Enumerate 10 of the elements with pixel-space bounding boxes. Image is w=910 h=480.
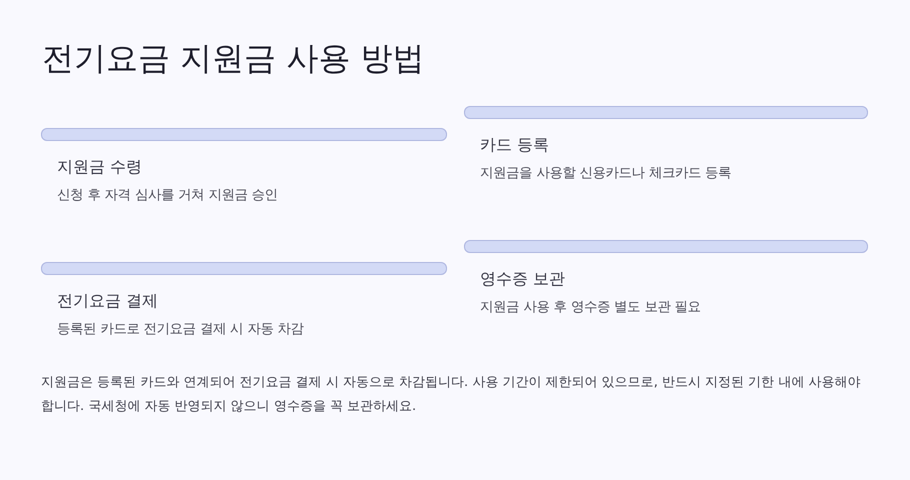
step-description: 지원금을 사용할 신용카드나 체크카드 등록 (480, 165, 732, 183)
step-description: 지원금 사용 후 영수증 별도 보관 필요 (480, 299, 701, 317)
note-paragraph: 지원금은 등록된 카드와 연계되어 전기요금 결제 시 자동으로 차감됩니다. 사용 기간이 제한되어 있으므로, 반드시 지정된 기한 내에 사용해야 합니다. 국세청에 자동 반영되지 않으니 영수증을 꼭 보관하세요. (41, 374, 862, 416)
step-description: 신청 후 자격 심사를 거쳐 지원금 승인 (57, 187, 278, 205)
step-heading: 전기요금 결제 (57, 290, 158, 312)
step-description: 등록된 카드로 전기요금 결제 시 자동 차감 (57, 321, 304, 339)
step-heading: 지원금 수령 (57, 156, 142, 178)
step-heading: 영수증 보관 (480, 268, 566, 290)
page-title: 전기요금 지원금 사용 방법 (42, 38, 425, 79)
step-heading: 카드 등록 (480, 134, 550, 156)
